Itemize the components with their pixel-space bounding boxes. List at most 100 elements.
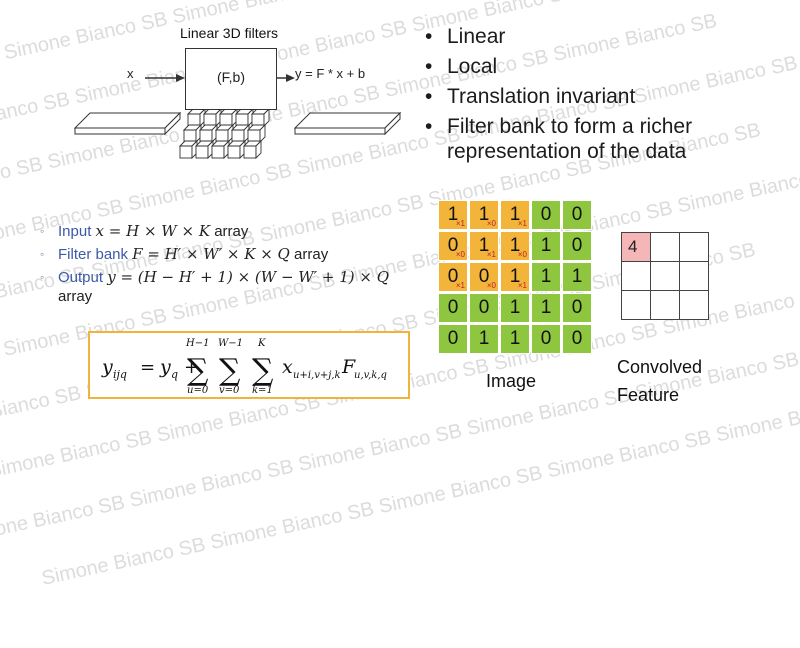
bullet-translation-invariant: Translation invariant <box>425 84 795 109</box>
input-label: x <box>127 66 134 81</box>
grid-cell: 0 <box>562 293 592 323</box>
grid-cell: 0 <box>438 324 468 354</box>
grid-cell: 0 <box>562 200 592 230</box>
bullet-linear: Linear <box>425 24 795 49</box>
definition-expr: y = (H − H′ + 1) × (W − W′ + 1) × Q <box>107 268 390 286</box>
feature-label-line1: Convolved <box>617 357 703 377</box>
eq-sum2-top: W−1 <box>218 338 243 349</box>
eq-plus: + <box>184 357 199 378</box>
eq-lhs-sub: ijq <box>113 368 127 381</box>
definition-suffix: array <box>58 288 93 305</box>
eq-sum1-sigma: ∑ <box>187 353 209 388</box>
filter-box: (F,b) <box>185 48 277 110</box>
definition-suffix: array <box>294 246 329 263</box>
grid-cell: 1×1 <box>500 262 530 292</box>
kernel-weight: ×1 <box>455 219 465 228</box>
grid-cell: 1×0 <box>500 231 530 261</box>
eq-term-x-sub: u+i,v+j,k <box>293 370 341 381</box>
filter-label: (F,b) <box>217 69 245 85</box>
eq-term-f-sub: u,v,k,q <box>354 370 387 381</box>
grid-cell: 0×0 <box>438 231 468 261</box>
eq-rhs-y: y <box>159 356 171 378</box>
feature-cell <box>679 290 709 320</box>
definition-suffix: array <box>214 223 249 240</box>
eq-term-x: x <box>282 356 293 378</box>
feature-label-line2: Feature <box>617 385 680 405</box>
output-slab-top <box>293 112 402 129</box>
eq-sum1-bottom: u=0 <box>187 385 209 396</box>
output-slab-side <box>384 111 401 136</box>
filter-bank-cubes <box>178 107 271 160</box>
grid-cell: 0 <box>531 324 561 354</box>
definition-expr: x = H × W × K <box>95 222 211 240</box>
eq-sum2-bottom: v=0 <box>219 385 240 396</box>
grid-cell: 0 <box>531 200 561 230</box>
linear-3d-filter-diagram: Linear 3D filters (F,b) x y = F * x + b <box>70 18 410 168</box>
grid-cell: 1×1 <box>438 200 468 230</box>
eq-sum3-sigma: ∑ <box>252 353 274 388</box>
circle-bullet-icon: ◦ <box>40 247 45 261</box>
eq-sum2-sigma: ∑ <box>219 353 241 388</box>
grid-cell: 0×0 <box>469 262 499 292</box>
input-slab-front <box>74 127 166 135</box>
eq-lhs: y <box>101 356 113 378</box>
kernel-weight: ×1 <box>517 281 527 290</box>
feature-cell <box>621 261 651 291</box>
definition-filter-bank: ◦ Filter bank F = H′ × W′ × K × Q array <box>40 245 400 264</box>
definition-expr: F = H′ × W′ × K × Q <box>132 245 290 263</box>
definition-key: Filter bank <box>58 246 129 263</box>
properties-list: Linear Local Translation invariant Filte… <box>425 24 795 169</box>
grid-cell: 1 <box>500 324 530 354</box>
definition-output: ◦ Output y = (H − H′ + 1) × (W − W′ + 1)… <box>40 268 398 306</box>
grid-cell: 0 <box>562 324 592 354</box>
feature-cell <box>621 290 651 320</box>
grid-cell: 0 <box>469 293 499 323</box>
grid-cell: 1 <box>500 293 530 323</box>
feature-cell <box>650 261 680 291</box>
input-arrowhead <box>176 74 185 82</box>
definition-input: ◦ Input x = H × W × K array <box>40 222 400 241</box>
grid-cell: 1×0 <box>469 200 499 230</box>
grid-cell: 0×1 <box>438 262 468 292</box>
kernel-weight: ×0 <box>486 219 496 228</box>
grid-cell: 0 <box>562 231 592 261</box>
kernel-weight: ×1 <box>517 219 527 228</box>
kernel-weight: ×0 <box>517 250 527 259</box>
kernel-weight: ×1 <box>455 281 465 290</box>
convolution-equation: y ijq = y q + H−1 ∑ u=0 W−1 ∑ v=0 K ∑ k=… <box>88 331 410 399</box>
feature-cell <box>650 290 680 320</box>
input-slab-side <box>164 111 181 136</box>
eq-equals: = <box>140 357 155 378</box>
feature-cell <box>679 232 709 262</box>
grid-cell: 1 <box>531 262 561 292</box>
definition-key: Input <box>58 223 92 240</box>
feature-cell <box>679 261 709 291</box>
bullet-local: Local <box>425 54 795 79</box>
diagram-title: Linear 3D filters <box>180 25 279 41</box>
grid-cell: 1 <box>469 324 499 354</box>
grid-cell: 1×1 <box>469 231 499 261</box>
diagram-shapes <box>73 74 402 160</box>
convolved-feature-label: Convolved Feature <box>617 353 702 409</box>
grid-cell: 1 <box>562 262 592 292</box>
grid-cell: 0 <box>438 293 468 323</box>
input-slab-top <box>73 112 182 129</box>
output-label: y = F * x + b <box>295 66 366 81</box>
eq-rhs-y-sub: q <box>171 368 178 381</box>
watermark-line: Simone Bianco SB Simone Bianco SB Simone… <box>0 348 800 548</box>
feature-cell: 4 <box>621 232 651 262</box>
definition-key: Output <box>58 269 104 286</box>
grid-cell: 1 <box>531 231 561 261</box>
output-slab-front <box>294 127 386 135</box>
dimension-definitions: ◦ Input x = H × W × K array ◦ Filter ban… <box>40 222 400 310</box>
feature-cell <box>650 232 680 262</box>
eq-term-f: F <box>341 356 356 378</box>
bullet-filter-bank: Filter bank to form a richer representat… <box>425 114 717 164</box>
output-arrowhead <box>286 74 295 82</box>
equation-render: y ijq = y q + H−1 ∑ u=0 W−1 ∑ v=0 K ∑ k=… <box>101 338 387 396</box>
eq-sum1-top: H−1 <box>185 338 209 349</box>
eq-sum3-top: K <box>257 338 266 349</box>
image-label: Image <box>486 371 537 391</box>
circle-bullet-icon: ◦ <box>40 224 45 238</box>
eq-sum3-bottom: k=1 <box>252 385 273 396</box>
